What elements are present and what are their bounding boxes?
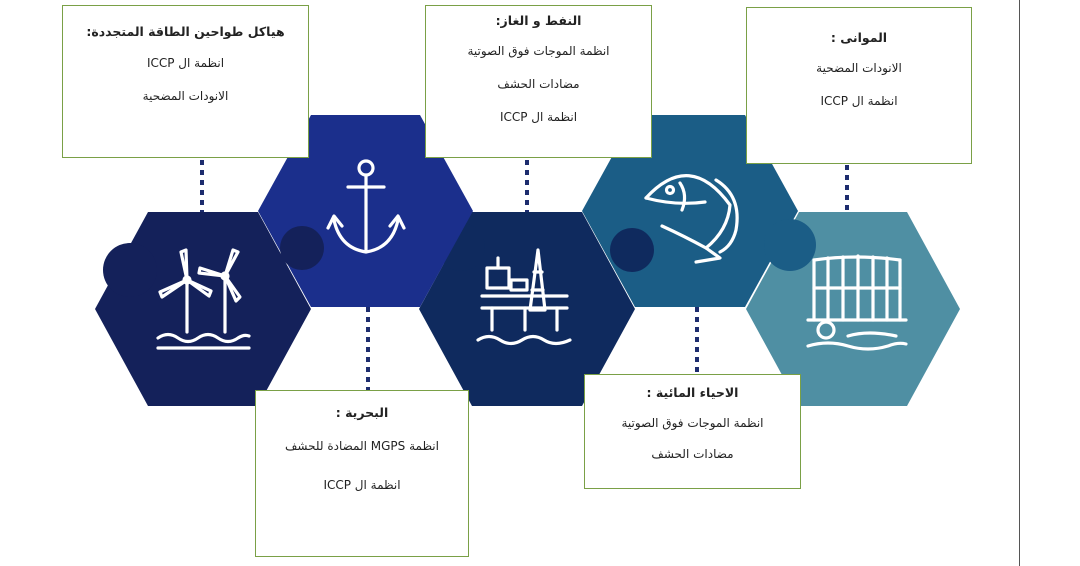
box-line-aquaculture-2: مضادات الحشف xyxy=(651,447,734,461)
box-title-oil-gas: النفط و الغاز: xyxy=(495,13,582,28)
box-line-oil-gas-2: مضادات الحشف xyxy=(497,77,580,91)
page-margin-rule xyxy=(1019,0,1020,566)
box-title-aquaculture: الاحياء المائية : xyxy=(646,385,739,400)
box-line-aquaculture-1: انظمة الموجات فوق الصوتية xyxy=(621,416,764,430)
box-line-oil-gas-3: انظمة ال ICCP xyxy=(499,110,578,124)
box-line-renewable-2: الانودات المضحية xyxy=(142,89,229,103)
info-box-ports: الموانى : الانودات المضحية انظمة ال ICCP xyxy=(746,7,972,164)
info-box-renewable-energy: هياكل طواحين الطاقة المتجددة: انظمة ال I… xyxy=(62,5,309,158)
box-title-marine: البحرية : xyxy=(335,405,389,420)
info-box-marine: البحرية : انظمة MGPS المضادة للحشف انظمة… xyxy=(255,390,469,557)
wind-turbine-icon xyxy=(156,248,251,350)
box-line-ports-2: انظمة ال ICCP xyxy=(820,94,898,108)
box-line-marine-2: انظمة ال ICCP xyxy=(323,478,401,492)
box-line-renewable-1: انظمة ال ICCP xyxy=(146,56,225,70)
fish-cage-icon xyxy=(806,254,908,351)
box-title-ports: الموانى : xyxy=(830,30,888,45)
info-box-oil-gas: النفط و الغاز: انظمة الموجات فوق الصوتية… xyxy=(425,5,652,158)
box-line-ports-1: الانودات المضحية xyxy=(816,61,902,75)
info-box-aquaculture: الاحياء المائية : انظمة الموجات فوق الصو… xyxy=(584,374,801,489)
fish-icon xyxy=(644,174,739,264)
box-line-marine-1: انظمة MGPS المضادة للحشف xyxy=(285,439,439,453)
box-title-renewable: هياكل طواحين الطاقة المتجددة: xyxy=(86,24,285,39)
oil-platform-icon xyxy=(476,248,572,346)
box-line-oil-gas-1: انظمة الموجات فوق الصوتية xyxy=(467,44,610,58)
anchor-icon xyxy=(326,159,406,254)
puzzle-piece-wind-turbines xyxy=(95,212,324,406)
